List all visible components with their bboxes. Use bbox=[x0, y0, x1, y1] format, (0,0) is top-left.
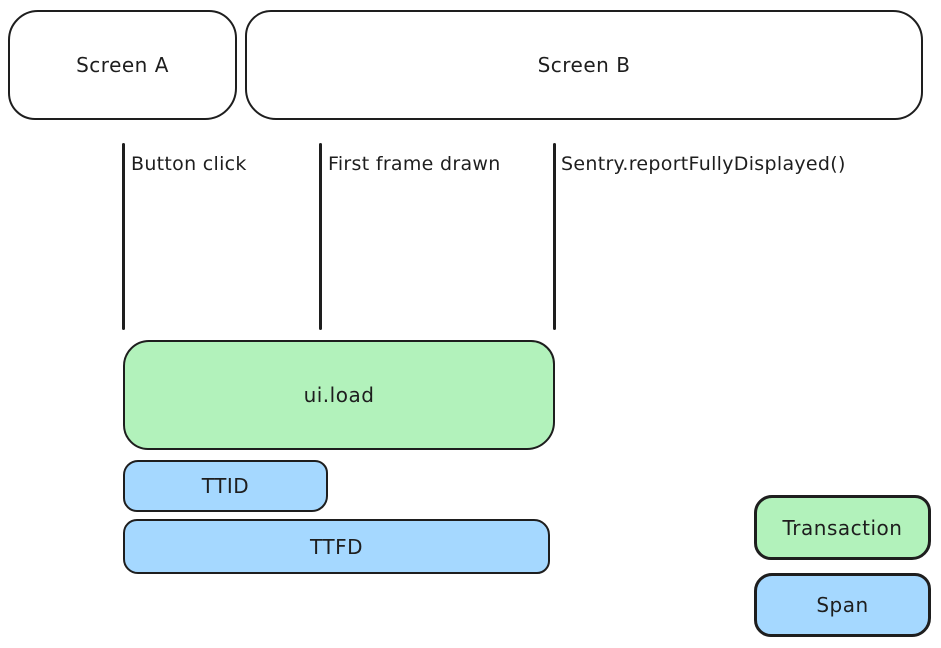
event-line-first-frame-drawn bbox=[319, 143, 322, 330]
screen-b-label: Screen B bbox=[537, 53, 631, 77]
event-label-button-click: Button click bbox=[131, 153, 247, 175]
legend-transaction-label: Transaction bbox=[782, 515, 903, 540]
ttfd-label: TTFD bbox=[310, 534, 363, 559]
ui-load-transaction-bar: ui.load bbox=[123, 340, 555, 450]
screen-b-box: Screen B bbox=[245, 10, 923, 120]
screen-a-label: Screen A bbox=[76, 53, 169, 77]
legend-span-label: Span bbox=[816, 593, 869, 617]
event-line-report-fully-displayed bbox=[553, 143, 556, 330]
screen-a-box: Screen A bbox=[8, 10, 237, 120]
event-label-first-frame-drawn: First frame drawn bbox=[328, 153, 501, 175]
ttid-span-bar: TTID bbox=[123, 460, 328, 512]
legend-span: Span bbox=[754, 573, 931, 637]
event-label-report-fully-displayed: Sentry.reportFullyDisplayed() bbox=[561, 153, 846, 175]
ttid-label: TTID bbox=[201, 474, 250, 498]
legend-transaction: Transaction bbox=[754, 495, 931, 560]
ui-load-label: ui.load bbox=[303, 383, 375, 407]
event-line-button-click bbox=[122, 143, 125, 330]
ttfd-span-bar: TTFD bbox=[123, 519, 550, 574]
